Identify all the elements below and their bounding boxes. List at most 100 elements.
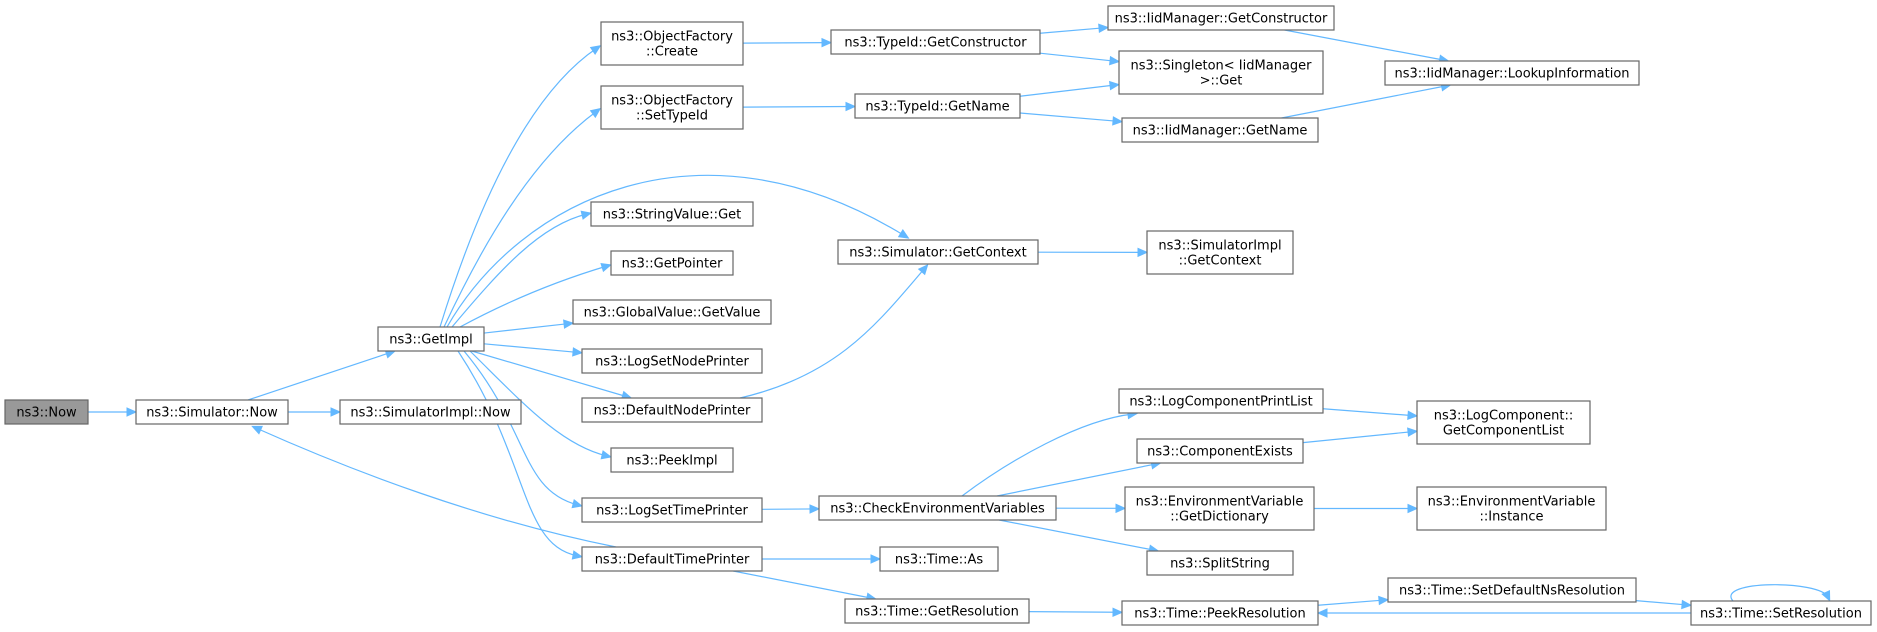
- arrowhead-time_getresolution-to-time_peekresolution: [1112, 607, 1124, 618]
- node-getimpl[interactable]: ns3::GetImpl: [377, 326, 485, 352]
- node-time_peekresolution[interactable]: ns3::Time::PeekResolution: [1121, 600, 1319, 626]
- node-box: [581, 397, 763, 423]
- node-peekimpl[interactable]: ns3::PeekImpl: [610, 447, 734, 473]
- node-box: [1136, 438, 1304, 464]
- node-label: GetComponentList: [1443, 424, 1564, 439]
- node-defaultnodeprinter[interactable]: ns3::DefaultNodePrinter: [581, 397, 763, 423]
- node-iid_getname[interactable]: ns3::IidManager::GetName: [1121, 117, 1319, 143]
- node-box: [590, 201, 754, 227]
- arrowhead-of_create-to-typeid_getconstructor: [821, 37, 833, 48]
- node-getpointer[interactable]: ns3::GetPointer: [610, 250, 734, 276]
- node-checkenv[interactable]: ns3::CheckEnvironmentVariables: [818, 495, 1057, 521]
- node-globalvalue_getvalue[interactable]: ns3::GlobalValue::GetValue: [572, 299, 772, 325]
- node-label: ::GetDictionary: [1170, 510, 1269, 525]
- node-sim_getcontext[interactable]: ns3::Simulator::GetContext: [837, 239, 1039, 265]
- node-label: ns3::TypeId::GetName: [865, 100, 1009, 115]
- node-box: [1416, 486, 1607, 531]
- node-label: ns3::Now: [16, 406, 77, 421]
- node-box: [1387, 577, 1637, 603]
- node-box: [1121, 117, 1319, 143]
- node-iid_lookupinfo[interactable]: ns3::IidManager::LookupInformation: [1384, 60, 1640, 86]
- node-label: ns3::GetImpl: [389, 333, 473, 348]
- node-label: ns3::GlobalValue::GetValue: [584, 306, 761, 321]
- node-envvar_getdict[interactable]: ns3::EnvironmentVariable::GetDictionary: [1124, 486, 1315, 531]
- node-label: ns3::SimulatorImpl: [1158, 239, 1281, 254]
- arrowhead-componentexists-to-logcomp_getlist: [1407, 427, 1419, 437]
- node-componentexists[interactable]: ns3::ComponentExists: [1136, 438, 1304, 464]
- node-label: ns3::StringValue::Get: [603, 208, 741, 223]
- node-of_settypeid[interactable]: ns3::ObjectFactory::SetTypeId: [600, 85, 744, 130]
- node-box: [1118, 388, 1324, 414]
- node-box: [1124, 486, 1315, 531]
- arrowhead-getimpl-to-stringvalue_get: [580, 210, 593, 220]
- node-box: [581, 546, 763, 572]
- edge-getimpl-to-defaulttimeprinter: [457, 350, 579, 557]
- node-label: ns3::Time::SetResolution: [1700, 607, 1862, 622]
- node-logsetnodeprinter[interactable]: ns3::LogSetNodePrinter: [581, 348, 763, 374]
- node-defaulttimeprinter[interactable]: ns3::DefaultTimePrinter: [581, 546, 763, 572]
- arrowhead-typeid_getconstructor-to-iid_getconstructor: [1098, 23, 1110, 34]
- node-label: ns3::ComponentExists: [1147, 445, 1293, 460]
- arrowhead-defaulttimeprinter-to-time_as: [870, 554, 882, 564]
- arrowhead-sim_now-to-simimpl_now: [330, 407, 342, 417]
- edge-getimpl-to-logsettimeprinter: [463, 350, 579, 506]
- node-stringvalue_get[interactable]: ns3::StringValue::Get: [590, 201, 754, 227]
- node-label: ns3::GetPointer: [622, 257, 723, 272]
- node-label: ns3::Time::GetResolution: [855, 605, 1019, 620]
- node-box: [610, 447, 734, 473]
- edge-defaultnodeprinter-to-sim_getcontext: [739, 267, 926, 399]
- node-logcompprintlist[interactable]: ns3::LogComponentPrintList: [1118, 388, 1324, 414]
- edge-defaulttimeprinter-to-sim_now: [255, 427, 617, 548]
- edge-getimpl-to-defaultnodeprinter: [471, 350, 628, 398]
- node-label: ns3::Time::As: [895, 553, 984, 568]
- node-typeid_getconstructor[interactable]: ns3::TypeId::GetConstructor: [830, 29, 1041, 55]
- arrowhead-time_setresolution-to-time_peekresolution: [1316, 608, 1328, 618]
- edge-getimpl-to-sim_getcontext: [446, 174, 906, 328]
- node-sim_now[interactable]: ns3::Simulator::Now: [135, 399, 289, 425]
- node-iid_getconstructor[interactable]: ns3::IidManager::GetConstructor: [1107, 5, 1335, 31]
- node-label: ::Create: [646, 45, 698, 60]
- node-box: [1690, 600, 1872, 626]
- node-now[interactable]: ns3::Now: [4, 399, 89, 425]
- node-time_getresolution[interactable]: ns3::Time::GetResolution: [844, 598, 1030, 624]
- node-box: [377, 326, 485, 352]
- node-label: ns3::EnvironmentVariable: [1428, 495, 1596, 510]
- edge-getimpl-to-peekimpl: [469, 350, 608, 457]
- arrowhead-time_peekresolution-to-time_setdefaultns: [1378, 595, 1390, 606]
- node-splitstring[interactable]: ns3::SplitString: [1146, 550, 1294, 576]
- node-singleton_get[interactable]: ns3::Singleton< IidManager>::Get: [1118, 50, 1324, 95]
- node-label: ns3::Time::SetDefaultNsResolution: [1399, 584, 1625, 599]
- node-box: [1118, 50, 1324, 95]
- edge-time_peekresolution-to-time_setdefaultns: [1317, 599, 1385, 606]
- node-simimpl_getcontext[interactable]: ns3::SimulatorImpl::GetContext: [1146, 230, 1294, 275]
- arrowhead-getimpl-to-logsettimeprinter: [571, 499, 584, 509]
- node-box: [339, 399, 522, 425]
- arrowhead-getimpl-to-getpointer: [600, 262, 613, 273]
- arrowhead-getimpl-to-sim_getcontext: [897, 229, 910, 239]
- node-box: [135, 399, 289, 425]
- arrowhead-logsettimeprinter-to-checkenv: [809, 504, 821, 514]
- node-envvar_instance[interactable]: ns3::EnvironmentVariable::Instance: [1416, 486, 1607, 531]
- node-box: [572, 299, 772, 325]
- edge-time_setresolution-to-time_setresolution: [1730, 584, 1829, 602]
- node-box: [4, 399, 89, 425]
- node-time_setresolution[interactable]: ns3::Time::SetResolution: [1690, 600, 1872, 626]
- node-simimpl_now[interactable]: ns3::SimulatorImpl::Now: [339, 399, 522, 425]
- edge-of_settypeid-to-typeid_getname: [742, 105, 852, 108]
- edge-iid_getconstructor-to-iid_lookupinfo: [1284, 29, 1445, 61]
- node-label: ns3::SplitString: [1170, 557, 1270, 572]
- node-label: ns3::IidManager::GetConstructor: [1115, 12, 1328, 27]
- arrowhead-of_settypeid-to-typeid_getname: [845, 101, 857, 112]
- node-typeid_getname[interactable]: ns3::TypeId::GetName: [854, 93, 1021, 119]
- edge-defaulttimeprinter-to-time_getresolution: [733, 570, 873, 599]
- edge-typeid_getname-to-singleton_get: [1019, 84, 1116, 97]
- node-logsettimeprinter[interactable]: ns3::LogSetTimePrinter: [581, 497, 763, 523]
- node-logcomp_getlist[interactable]: ns3::LogComponent::GetComponentList: [1416, 400, 1591, 445]
- arrowhead-getimpl-to-defaulttimeprinter: [571, 550, 584, 560]
- edge-getimpl-to-logsetnodeprinter: [483, 343, 579, 354]
- edge-checkenv-to-logcompprintlist: [961, 413, 1134, 497]
- node-of_create[interactable]: ns3::ObjectFactory::Create: [600, 21, 744, 66]
- node-time_as[interactable]: ns3::Time::As: [879, 546, 999, 572]
- node-time_setdefaultns[interactable]: ns3::Time::SetDefaultNsResolution: [1387, 577, 1637, 603]
